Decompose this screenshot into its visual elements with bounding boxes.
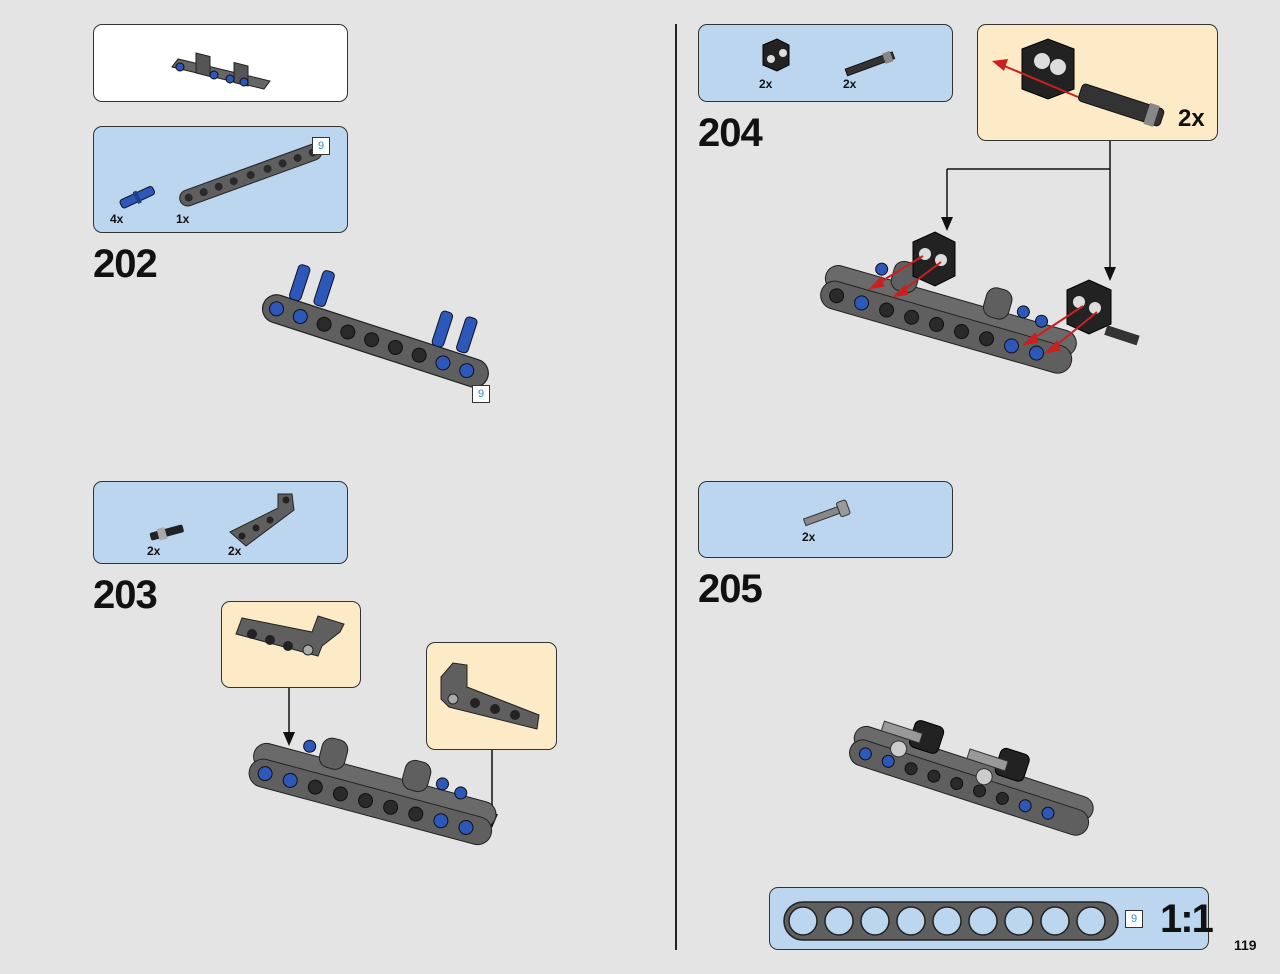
down-arrow-icon (1104, 267, 1116, 281)
down-arrow-icon (941, 217, 953, 231)
axle-image (844, 50, 896, 77)
step-203-callout-left (221, 601, 361, 688)
step-205-parts-panel: 2x (698, 481, 953, 558)
angled-beam-assembly-image (440, 662, 540, 730)
step-205-model-image (849, 720, 1094, 836)
connector-axle-subassembly-image (992, 38, 1165, 127)
preview-panel (93, 24, 348, 102)
part-qty: 2x (228, 544, 242, 558)
connector-block-image (762, 38, 790, 72)
step-204-parts-panel: 2x 2x (698, 24, 953, 102)
step-204-callout: 2x (977, 24, 1218, 141)
part-qty: 1x (176, 212, 190, 226)
step-number: 204 (698, 111, 763, 155)
step-number: 205 (698, 567, 763, 611)
part-qty: 2x (147, 544, 161, 558)
step-number: 202 (93, 242, 158, 286)
part-qty: 2x (759, 77, 773, 91)
red-arrow-icon (868, 255, 1098, 354)
connector-arrows (941, 141, 1116, 281)
length-badge: 9 (312, 137, 330, 155)
preview-model-image (171, 52, 271, 90)
step-203-callout-right (426, 642, 557, 750)
step-202-parts-panel: 4x 1x 9 (93, 126, 348, 233)
part-qty: 2x (843, 77, 857, 91)
page-number: 119 (1234, 937, 1257, 953)
length-badge: 9 (1125, 910, 1143, 928)
step-number: 203 (93, 573, 158, 617)
step-204-model-image (820, 231, 1140, 374)
part-qty: 4x (110, 212, 124, 226)
step-203-model-image (248, 737, 497, 846)
scale-ruler-panel: 9 1:1 (769, 887, 1214, 950)
step-203-parts-panel: 2x 2x (93, 481, 348, 564)
axle-pin-image (149, 524, 184, 541)
part-qty: 2x (802, 530, 816, 544)
scale-label: 1:1 (1160, 897, 1214, 941)
step-202-model-image (261, 264, 489, 388)
down-arrow-icon (283, 688, 295, 746)
angled-beam-assembly-image (235, 615, 345, 657)
callout-multiplier: 2x (1178, 105, 1205, 132)
axle-with-stop-image (802, 499, 851, 527)
beam-9-image (179, 143, 323, 207)
column-divider (675, 24, 677, 950)
red-arrow-icon (992, 59, 1008, 71)
beam-9-actual-size-image (783, 901, 1119, 941)
length-badge: 9 (472, 385, 490, 403)
blue-pin-image (119, 186, 156, 209)
angled-beam-image (229, 493, 295, 547)
